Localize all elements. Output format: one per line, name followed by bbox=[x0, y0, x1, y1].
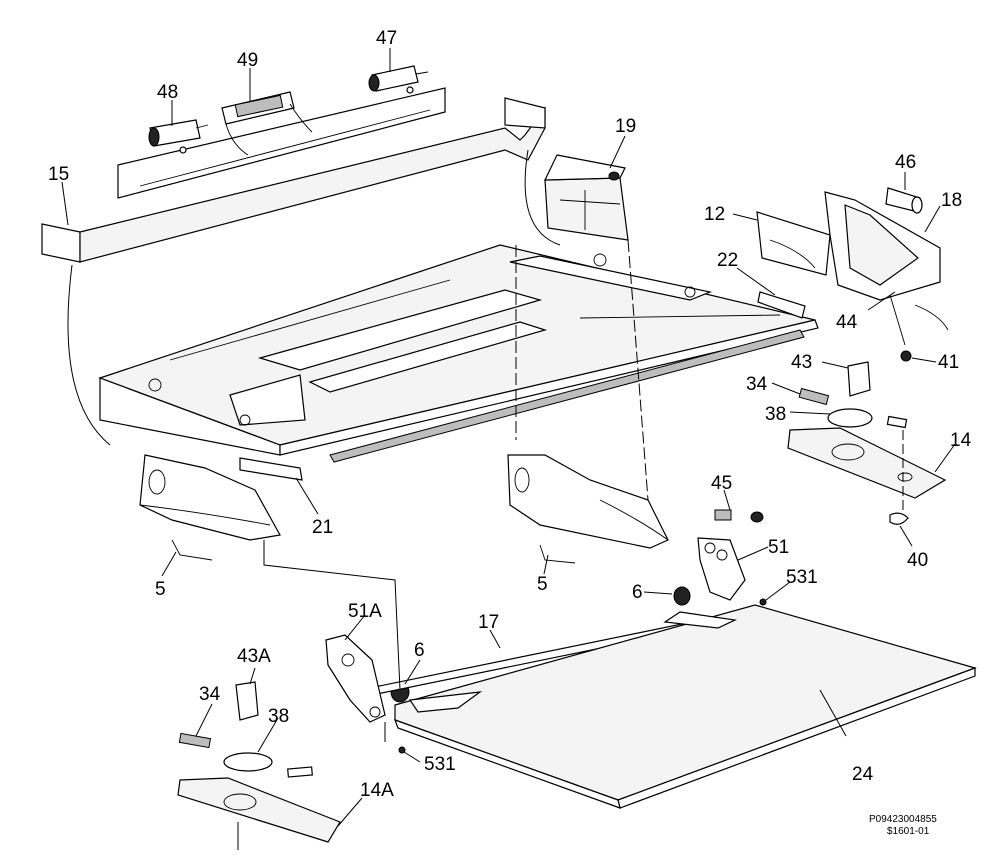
lamp-47 bbox=[368, 65, 429, 94]
label-46: 46 bbox=[895, 152, 916, 173]
label-14A: 14A bbox=[360, 780, 394, 801]
tray-14 bbox=[787, 427, 947, 525]
link-51 bbox=[697, 509, 764, 601]
lid-24 bbox=[393, 604, 977, 809]
label-38-left: 38 bbox=[268, 706, 289, 727]
switch-group-left bbox=[178, 681, 313, 778]
drawing-reference: P09423004855 $1601-01 bbox=[869, 814, 937, 837]
label-51A: 51A bbox=[348, 601, 382, 622]
bracket-51A bbox=[325, 634, 386, 723]
housing-19 bbox=[544, 154, 629, 241]
label-47: 47 bbox=[376, 28, 397, 49]
label-531-left: 531 bbox=[424, 754, 456, 775]
label-6-left: 6 bbox=[414, 640, 425, 661]
sheet-number: $1601-01 bbox=[887, 826, 930, 837]
label-43: 43 bbox=[791, 352, 812, 373]
label-40: 40 bbox=[907, 550, 928, 571]
label-21: 21 bbox=[312, 517, 333, 538]
lamp-assembly-49 bbox=[221, 91, 313, 156]
label-45: 45 bbox=[711, 473, 732, 494]
hinge-center bbox=[507, 454, 669, 564]
label-18: 18 bbox=[941, 190, 962, 211]
label-17: 17 bbox=[478, 612, 499, 633]
label-5-center: 5 bbox=[537, 574, 548, 595]
bracket-18 bbox=[824, 187, 949, 362]
tray-14A bbox=[177, 777, 341, 843]
label-22: 22 bbox=[717, 250, 738, 271]
drawing-code: P09423004855 bbox=[869, 814, 937, 825]
label-14: 14 bbox=[950, 430, 972, 451]
label-19: 19 bbox=[615, 116, 636, 137]
label-43A: 43A bbox=[237, 646, 271, 667]
label-44: 44 bbox=[836, 312, 858, 333]
label-34-left: 34 bbox=[199, 684, 221, 705]
lamp-48 bbox=[148, 119, 209, 154]
label-41: 41 bbox=[938, 352, 959, 373]
label-38: 38 bbox=[765, 404, 786, 425]
label-6-right: 6 bbox=[632, 582, 643, 603]
leader-lines bbox=[61, 48, 956, 850]
label-49: 49 bbox=[237, 50, 258, 71]
part-labels: 15 48 49 47 19 12 46 18 22 44 41 43 34 3… bbox=[48, 28, 972, 801]
hinge-left bbox=[139, 454, 281, 561]
label-12: 12 bbox=[704, 204, 725, 225]
main-frame bbox=[98, 244, 819, 463]
bracket-12 bbox=[756, 211, 831, 276]
label-51: 51 bbox=[768, 537, 789, 558]
rail-22 bbox=[757, 291, 806, 319]
top-shield-bracket bbox=[41, 87, 546, 263]
label-34: 34 bbox=[746, 374, 768, 395]
label-24: 24 bbox=[852, 764, 874, 785]
label-48: 48 bbox=[157, 82, 178, 103]
switch-group-right bbox=[798, 361, 908, 429]
label-15: 15 bbox=[48, 164, 69, 185]
bar-21 bbox=[239, 457, 303, 481]
label-5-left: 5 bbox=[155, 579, 166, 600]
screws-531 bbox=[398, 598, 767, 754]
label-531-right: 531 bbox=[786, 567, 818, 588]
